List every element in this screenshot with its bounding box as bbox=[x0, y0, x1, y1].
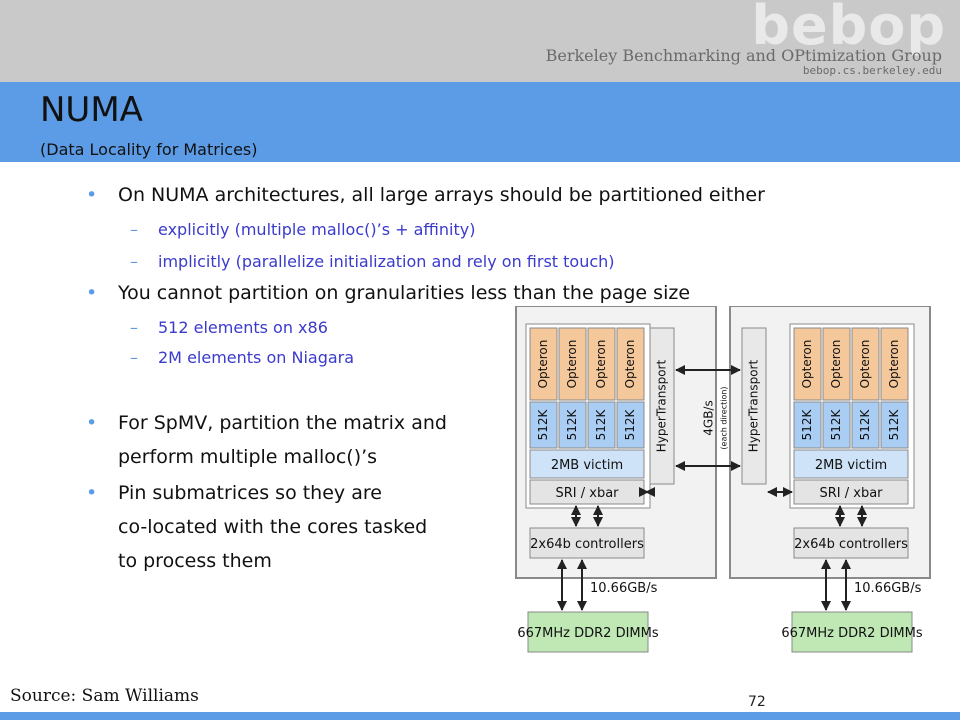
xbar-box bbox=[793, 479, 909, 505]
bullet-dot: • bbox=[86, 412, 98, 434]
victim-cache-label: 2MB victim bbox=[815, 458, 887, 473]
dimm-box bbox=[527, 611, 649, 653]
xbar-box bbox=[529, 479, 645, 505]
core-box bbox=[822, 327, 851, 401]
source-credit: Source: Sam Williams bbox=[10, 686, 199, 706]
dimm-label: 667MHz DDR2 DIMMs bbox=[781, 626, 922, 641]
dash-marker: – bbox=[130, 318, 138, 337]
core-box bbox=[587, 327, 616, 401]
cache-box bbox=[793, 401, 822, 449]
sub-bullet-item: – explicitly (multiple malloc()’s + affin… bbox=[130, 220, 476, 239]
cache-label: 512K bbox=[565, 408, 579, 440]
dash-marker: – bbox=[130, 220, 138, 239]
bullet-dot: • bbox=[86, 184, 98, 206]
memory-bandwidth-label: 10.66GB/s bbox=[854, 581, 922, 596]
page-number: 72 bbox=[748, 694, 766, 710]
xbar-label: SRI / xbar bbox=[819, 486, 883, 501]
victim-cache-box bbox=[793, 449, 909, 479]
cache-label: 512K bbox=[536, 408, 550, 440]
dimm-label: 667MHz DDR2 DIMMs bbox=[517, 626, 658, 641]
bullet-item: • For SpMV, partition the matrix and bbox=[86, 412, 447, 434]
bullet-dot: • bbox=[86, 482, 98, 504]
core-label: Opteron bbox=[536, 340, 550, 389]
cache-label: 512K bbox=[594, 408, 608, 440]
bullet-item: • Pin submatrices so they are bbox=[86, 482, 382, 504]
dash-marker: – bbox=[130, 348, 138, 367]
group-name: Berkeley Benchmarking and OPtimization G… bbox=[545, 46, 942, 65]
cache-label: 512K bbox=[858, 408, 872, 440]
victim-cache-label: 2MB victim bbox=[551, 458, 623, 473]
cache-box bbox=[529, 401, 558, 449]
sub-bullet-text: 512 elements on x86 bbox=[158, 318, 328, 337]
cache-box bbox=[587, 401, 616, 449]
core-label: Opteron bbox=[858, 340, 872, 389]
link-direction-label: (each direction) bbox=[720, 386, 729, 449]
cache-box bbox=[558, 401, 587, 449]
hypertransport-label: HyperTransport bbox=[655, 360, 669, 453]
cache-label: 512K bbox=[800, 408, 814, 440]
bullet-dot: • bbox=[86, 282, 98, 304]
slide-subtitle: (Data Locality for Matrices) bbox=[40, 140, 258, 159]
dimm-box bbox=[791, 611, 913, 653]
cache-label: 512K bbox=[829, 408, 843, 440]
victim-cache-box bbox=[529, 449, 645, 479]
xbar-label: SRI / xbar bbox=[555, 486, 619, 501]
core-label: Opteron bbox=[829, 340, 843, 389]
cache-box bbox=[616, 401, 645, 449]
bullet-continuation: co-located with the cores tasked bbox=[118, 516, 428, 538]
slide-title: NUMA bbox=[40, 90, 143, 130]
bullet-text: You cannot partition on granularities le… bbox=[118, 282, 691, 304]
hypertransport-box bbox=[741, 327, 767, 485]
bullet-continuation: to process them bbox=[118, 550, 272, 572]
cache-box bbox=[822, 401, 851, 449]
hypertransport-box bbox=[649, 327, 675, 485]
core-label: Opteron bbox=[565, 340, 579, 389]
core-label: Opteron bbox=[887, 340, 901, 389]
cache-box bbox=[880, 401, 909, 449]
numa-architecture-diagram: Opteron 512K Opteron 512K Opteron 512K Opteron… bbox=[515, 306, 931, 653]
controllers-box bbox=[529, 527, 645, 559]
sub-bullet-item: – implicitly (parallelize initialization … bbox=[130, 252, 615, 271]
sub-bullet-text: implicitly (parallelize initialization a… bbox=[158, 252, 615, 271]
bullet-item: • On NUMA architectures, all large arrays… bbox=[86, 184, 765, 206]
sub-bullet-text: 2M elements on Niagara bbox=[158, 348, 355, 367]
bullet-item: • You cannot partition on granularities l… bbox=[86, 282, 691, 304]
core-label: Opteron bbox=[623, 340, 637, 389]
sub-bullet-text: explicitly (multiple malloc()’s + affini… bbox=[158, 220, 476, 239]
hypertransport-label: HyperTransport bbox=[747, 360, 761, 453]
bebop-logo: bebop Berkeley Benchmarking and OPtimiza… bbox=[546, 0, 946, 82]
core-label: Opteron bbox=[800, 340, 814, 389]
bullet-text: For SpMV, partition the matrix and bbox=[118, 412, 447, 434]
bullet-text: On NUMA architectures, all large arrays … bbox=[118, 184, 765, 206]
core-label: Opteron bbox=[594, 340, 608, 389]
controllers-label: 2x64b controllers bbox=[794, 537, 908, 552]
core-box bbox=[558, 327, 587, 401]
logo-text: bebop bbox=[751, 0, 946, 57]
bullet-text: Pin submatrices so they are bbox=[118, 482, 382, 504]
header-band bbox=[0, 0, 960, 82]
title-band bbox=[0, 82, 960, 162]
group-url: bebop.cs.berkeley.edu bbox=[802, 64, 942, 77]
cache-label: 512K bbox=[623, 408, 637, 440]
core-box bbox=[529, 327, 558, 401]
memory-bandwidth-label: 10.66GB/s bbox=[590, 581, 658, 596]
sub-bullet-item: – 2M elements on Niagara bbox=[130, 348, 355, 367]
cache-label: 512K bbox=[887, 408, 901, 440]
footer-band bbox=[0, 712, 960, 720]
cache-box bbox=[851, 401, 880, 449]
link-bandwidth-label: 4GB/s bbox=[702, 400, 716, 435]
controllers-box bbox=[793, 527, 909, 559]
sub-bullet-item: – 512 elements on x86 bbox=[130, 318, 328, 337]
bullet-continuation: perform multiple malloc()’s bbox=[118, 446, 378, 468]
core-box bbox=[851, 327, 880, 401]
controllers-label: 2x64b controllers bbox=[530, 537, 644, 552]
dash-marker: – bbox=[130, 252, 138, 271]
core-box bbox=[793, 327, 822, 401]
core-box bbox=[880, 327, 909, 401]
core-box bbox=[616, 327, 645, 401]
